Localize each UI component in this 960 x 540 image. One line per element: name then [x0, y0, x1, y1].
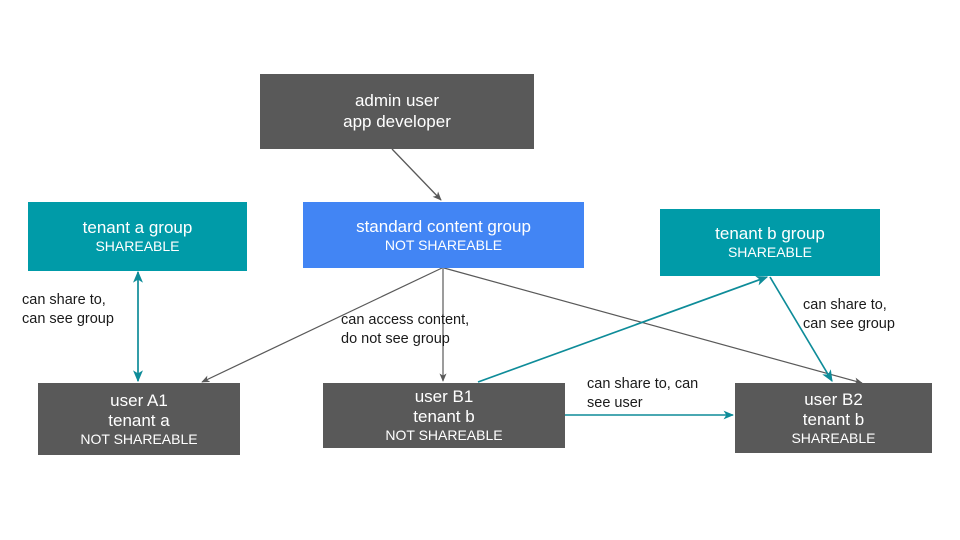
node-user-b2[interactable]: user B2 tenant b SHAREABLE [735, 383, 932, 453]
node-user-b1-line-2: tenant b [413, 407, 475, 427]
node-admin-user-line-1: admin user [354, 91, 440, 111]
node-standard-content-group[interactable]: standard content group NOT SHAREABLE [303, 202, 584, 268]
edge-standard-content-group-to-user-b2 [443, 267, 863, 385]
edge-admin-user-to-standard-content-group [391, 148, 442, 201]
edge-user-b1-to-tenant-b-group [477, 275, 769, 383]
node-admin-user-line-2: app developer [343, 111, 451, 131]
node-tenant-b-group[interactable]: tenant b group SHAREABLE [660, 209, 880, 276]
node-user-b2-line-1: user B2 [804, 389, 863, 409]
node-tenant-a-group[interactable]: tenant a group SHAREABLE [28, 202, 247, 271]
node-user-a1[interactable]: user A1 tenant a NOT SHAREABLE [38, 383, 240, 455]
node-standard-content-group-line-1: standard content group [356, 216, 531, 236]
node-user-b1-line-1: user B1 [414, 387, 474, 407]
node-user-b1[interactable]: user B1 tenant b NOT SHAREABLE [323, 383, 565, 448]
node-user-a1-line-2: tenant a [108, 410, 170, 430]
node-user-b2-line-2: tenant b [802, 409, 865, 429]
node-tenant-a-group-line-2: SHAREABLE [95, 238, 180, 255]
edge-label-tenant-a-to-user-a1: can share to, can see group [22, 292, 114, 328]
edge-label-content-group-to-users: can access content, do not see group [341, 312, 470, 348]
node-admin-user[interactable]: admin user app developer [260, 74, 534, 149]
edge-tenant-b-group-to-user-b2 [769, 276, 833, 383]
node-user-a1-line-3: NOT SHAREABLE [80, 430, 198, 447]
node-tenant-a-group-line-1: tenant a group [82, 218, 193, 238]
node-tenant-b-group-line-2: SHAREABLE [727, 244, 813, 261]
node-tenant-b-group-line-1: tenant b group [715, 224, 825, 244]
node-user-b1-line-3: NOT SHAREABLE [385, 427, 503, 444]
edge-label-user-b1-to-user-b2: can share to, can see user [587, 376, 699, 412]
node-standard-content-group-line-2: NOT SHAREABLE [384, 236, 503, 253]
node-user-a1-line-1: user A1 [110, 390, 168, 410]
node-user-b2-line-3: SHAREABLE [791, 429, 876, 446]
edge-label-tenant-b-to-user-b2: can share to, can see group [803, 297, 895, 333]
edge-standard-content-group-to-user-a1 [201, 267, 443, 383]
